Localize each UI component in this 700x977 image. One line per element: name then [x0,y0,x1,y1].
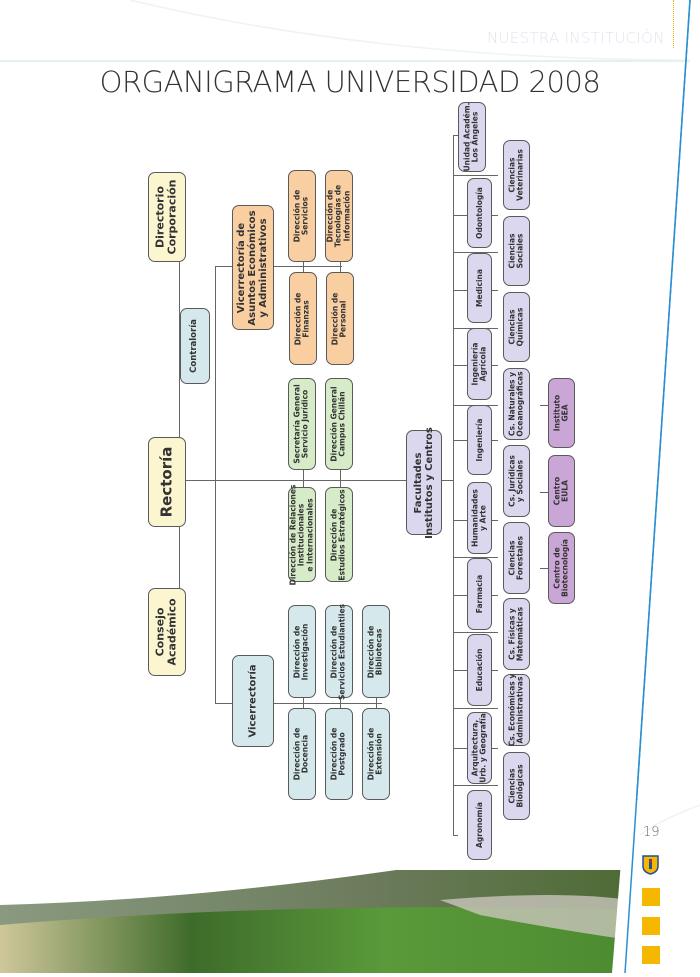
box-servicios-estudiantiles[interactable]: Dirección de Servicios Estudiantiles [325,603,353,700]
box-label: Centro de Biotecnología [552,539,570,597]
box-label: Cs. Naturales y Oceanográficas [507,371,525,437]
box-faculty-biologicas[interactable]: Ciencias Biológicas [503,752,530,820]
box-label: Secretaría General Servicio Jurídico [292,384,310,464]
box-instituto-gea[interactable]: Instituto GEA [548,378,575,448]
box-faculty-ingenieria[interactable]: Ingeniería [467,405,492,475]
box-vrae[interactable]: Vicerrectoría de Asuntos Económicos y Ad… [232,205,274,330]
box-label: Rectoría [157,446,176,518]
header-divider [0,60,690,62]
box-label: Ciencias Veterinarias [507,149,525,201]
box-label: Vicerrectoría de Asuntos Económicos y Ad… [236,209,270,326]
box-label: Dirección de Servicios [292,189,310,243]
box-label: Unidad Académ. Los Ángeles [462,102,480,172]
box-faculty-los-angeles[interactable]: Unidad Académ. Los Ángeles [458,102,486,172]
box-direccion-bibliotecas[interactable]: Dirección de Bibliotecas [362,605,390,698]
box-faculty-ingenieria-agricola[interactable]: Ingeniería Agrícola [467,328,492,400]
box-faculty-fisicas[interactable]: Cs. Físicas y Matemáticas [503,598,530,670]
box-consejo-academico[interactable]: Consejo Académico [148,588,186,676]
box-rectoria[interactable]: Rectoría [148,437,186,527]
box-label: Dirección de Postgrado [329,727,347,781]
page-title: ORGANIGRAMA UNIVERSIDAD 2008 [99,65,601,99]
box-label: Consejo Académico [153,598,179,666]
box-label: Cs. Jurídicas y Sociales [507,455,525,507]
box-faculty-agronomia[interactable]: Agronomía [467,790,492,860]
box-label: Directorio Corporación [153,179,179,255]
box-directorio-corporacion[interactable]: Directorio Corporación [148,172,186,262]
decorative-square [642,946,660,964]
box-direccion-finanzas[interactable]: Dirección de Finanzas [289,272,317,365]
page-margin [612,0,640,973]
box-label: Dirección de Finanzas [293,292,311,345]
box-campus-chillan[interactable]: Dirección General Campus Chillán [325,378,353,470]
box-secretaria-general[interactable]: Secretaría General Servicio Jurídico [288,378,316,470]
box-label: Facultades Institutos y Centros [412,426,435,539]
box-label: Odontología [474,187,484,239]
box-faculty-educacion[interactable]: Educación [467,634,492,706]
box-faculty-arquitectura[interactable]: Arquitectura, Urb. y Geografía [467,712,492,784]
box-faculty-quimicas[interactable]: Ciencias Químicas [503,292,530,362]
box-label: Ingeniería [474,418,484,462]
box-faculty-veterinarias[interactable]: Ciencias Veterinarias [503,140,530,210]
box-label: Ciencias Biológicas [507,764,525,808]
decorative-square [642,917,660,935]
box-label: Dirección de Estudios Estratégicos [329,488,347,581]
box-label: Vicerrectoría [247,664,259,738]
box-faculty-juridicas[interactable]: Cs. Jurídicas y Sociales [503,445,530,517]
box-label: Arquitectura, Urb. y Geografía [470,713,488,783]
box-direccion-docencia[interactable]: Dirección de Docencia [288,708,316,800]
box-faculty-odontologia[interactable]: Odontología [467,178,492,248]
box-label: Dirección de Personal [330,292,348,345]
box-vicerrectoria[interactable]: Vicerrectoría [232,655,274,747]
university-shield-icon [642,855,659,875]
box-label: Agronomía [474,802,484,848]
box-faculty-farmacia[interactable]: Farmacia [467,558,492,630]
box-label: Ciencias Químicas [507,307,525,347]
box-label: Medicina [474,269,484,307]
box-label: Dirección de Bibliotecas [366,625,384,678]
box-label: Dirección de Relaciones Institucionales … [288,484,315,585]
box-label: Educación [474,648,484,692]
box-faculty-humanidades[interactable]: Humanidades y Arte [467,482,492,554]
box-relaciones-institucionales[interactable]: Dirección de Relaciones Institucionales … [288,484,316,585]
box-direccion-servicios[interactable]: Dirección de Servicios [288,170,316,262]
box-faculty-sociales[interactable]: Ciencias Sociales [503,216,530,286]
box-direccion-investigacion[interactable]: Dirección de Investigación [288,605,316,698]
box-label: Cs. Físicas y Matemáticas [507,606,525,662]
box-label: Centro EULA [552,476,570,506]
box-direccion-postgrado[interactable]: Dirección de Postgrado [325,708,353,800]
page-number: 19 [643,825,660,840]
box-label: Ciencias Sociales [507,233,525,269]
box-label: Dirección de Investigación [292,623,310,680]
box-facultades[interactable]: Facultades Institutos y Centros [406,427,442,538]
box-label: Dirección de Extensión [366,727,384,781]
box-label: Cs. Económicas y Administrativas [507,673,525,747]
box-label: Ciencias Forestales [507,536,525,580]
box-centro-biotecnologia[interactable]: Centro de Biotecnología [548,532,575,604]
box-faculty-naturales[interactable]: Cs. Naturales y Oceanográficas [503,368,530,440]
box-direccion-tecnologias[interactable]: Dirección de Tecnologías de Información [325,170,353,262]
box-label: Contraloría [189,319,200,373]
box-estudios-estrategicos[interactable]: Dirección de Estudios Estratégicos [325,487,353,582]
box-faculty-medicina[interactable]: Medicina [467,253,492,323]
box-faculty-forestales[interactable]: Ciencias Forestales [503,522,530,594]
box-label: Dirección de Docencia [292,727,310,781]
decorative-square [642,888,660,906]
box-label: Ingeniería Agrícola [470,342,488,386]
section-header: NUESTRA INSTITUCIÓN [487,29,665,47]
box-faculty-economicas[interactable]: Cs. Económicas y Administrativas [503,674,530,746]
box-centro-eula[interactable]: Centro EULA [548,455,575,527]
box-contraloria[interactable]: Contraloría [180,308,210,384]
box-direccion-personal[interactable]: Dirección de Personal [326,272,354,365]
box-label: Humanidades y Arte [470,489,488,547]
box-label: Dirección de Tecnologías de Información [325,184,352,248]
box-direccion-extension[interactable]: Dirección de Extensión [362,708,390,800]
box-label: Farmacia [474,574,484,614]
box-label: Dirección de Servicios Estudiantiles [329,603,347,700]
box-label: Dirección General Campus Chillán [329,386,347,462]
box-label: Instituto GEA [552,394,570,432]
campus-photo [0,870,640,973]
